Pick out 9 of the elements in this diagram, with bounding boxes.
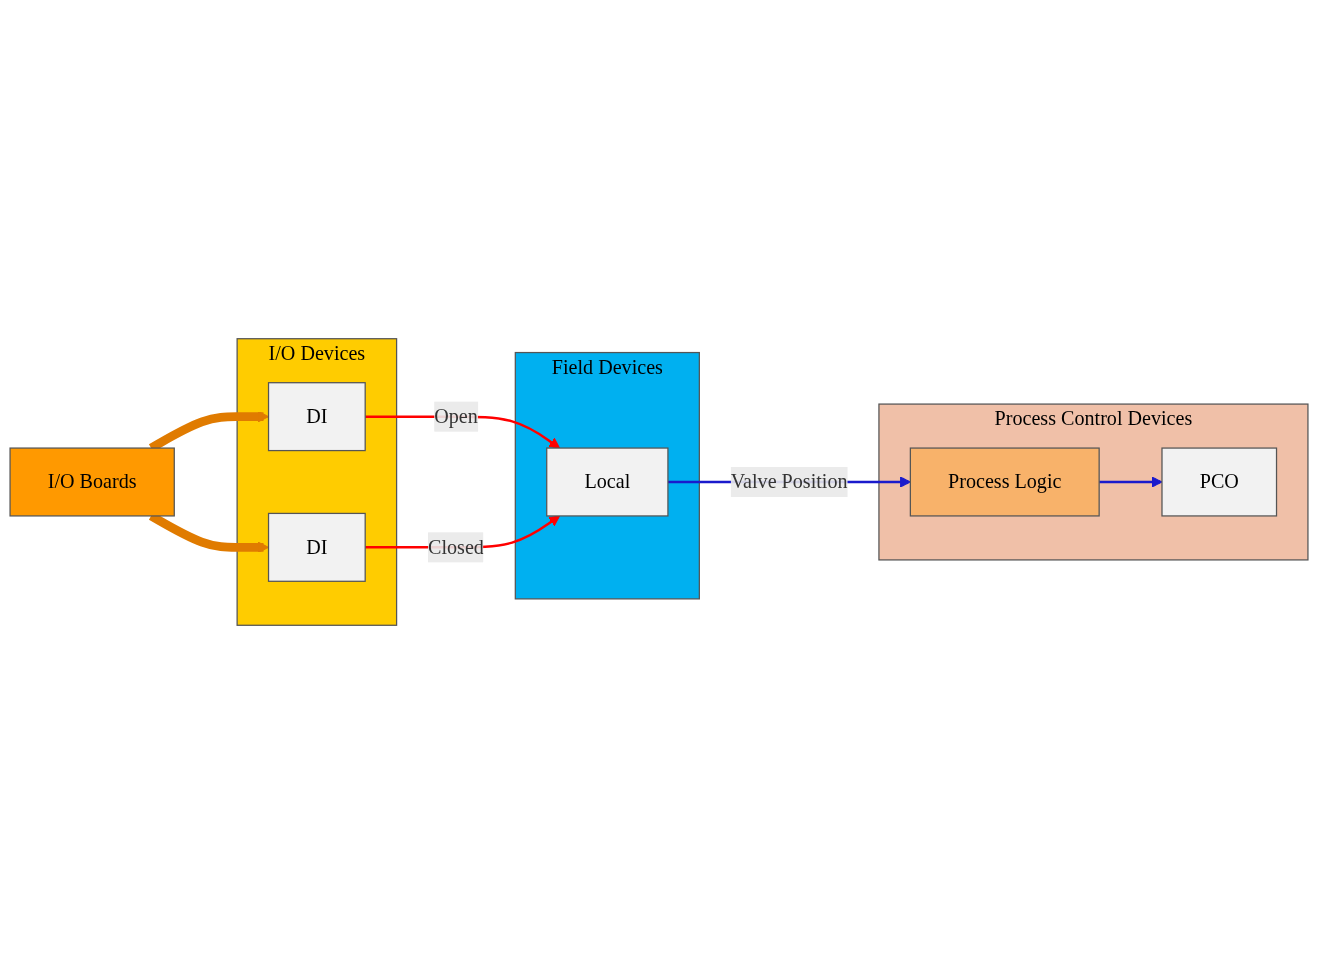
edge-label: Valve Position xyxy=(730,470,848,493)
node-box: Local xyxy=(546,447,669,517)
node-box: I/O Boards xyxy=(9,447,175,517)
node-box: DI xyxy=(267,382,366,452)
node-box: Process Logic xyxy=(909,447,1100,517)
node-box: DI xyxy=(267,512,366,582)
edge-label: Open xyxy=(434,405,478,427)
node-box: PCO xyxy=(1161,447,1278,517)
edge-label: Closed xyxy=(428,536,484,558)
